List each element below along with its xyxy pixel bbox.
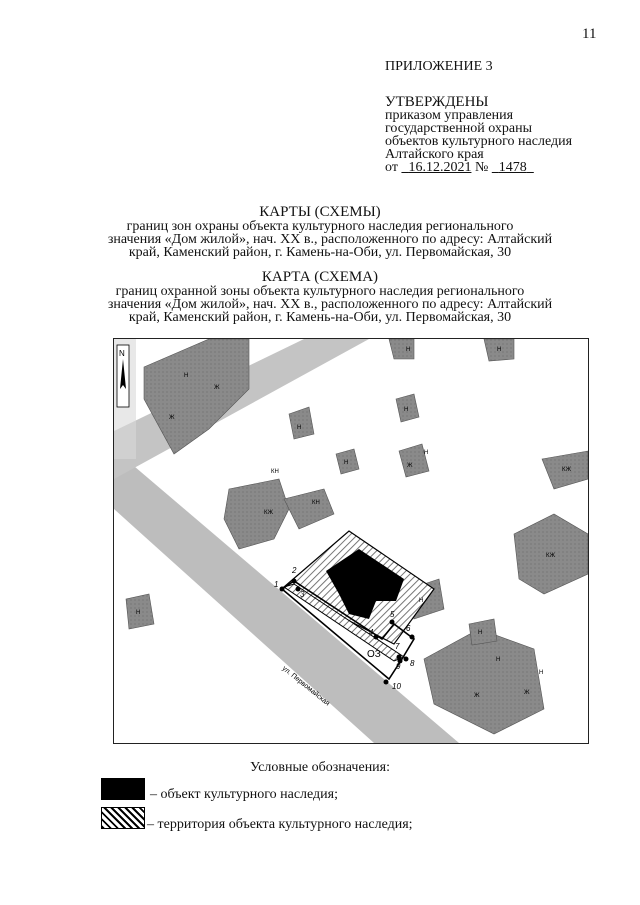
- approval-line-1: приказом управления: [385, 108, 514, 123]
- section1-line-2: значения «Дом жилой», нач. XX в., распол…: [107, 232, 553, 247]
- approval-date-line: от 16.12.2021 № 1478: [385, 161, 534, 175]
- building: [395, 393, 420, 423]
- point-label: 4: [369, 628, 374, 637]
- legend-heading: Условные обозначения:: [249, 760, 391, 775]
- point-label: 7: [395, 642, 400, 651]
- building-label: КН: [271, 469, 279, 475]
- approval-date: 16.12.2021: [408, 160, 472, 175]
- approval-line-2: государственной охраны: [385, 121, 533, 136]
- point-label: 2: [291, 566, 297, 575]
- point-marker: [403, 656, 409, 662]
- point-label: 3: [300, 590, 305, 599]
- building-label: Ж: [524, 690, 530, 696]
- building: [483, 338, 515, 362]
- building-label: Н: [496, 657, 500, 663]
- map-svg: 1 2 3 4 5 6 7 8 9 10 ОЗ ул. Первомайская…: [114, 338, 589, 743]
- building: [335, 448, 360, 475]
- buildings: [125, 338, 589, 735]
- building-label: Н: [184, 373, 188, 379]
- north-label: N: [119, 349, 125, 358]
- approval-number: 1478: [498, 160, 527, 175]
- point-label: 9: [396, 662, 401, 671]
- zone-points: [279, 578, 415, 685]
- building: [288, 406, 315, 440]
- point-marker: [373, 634, 379, 640]
- approval-line-4: Алтайского края: [385, 147, 484, 162]
- date-prefix: от: [385, 160, 398, 175]
- building-label: КН: [312, 500, 320, 506]
- building-label: Н: [136, 610, 140, 616]
- map-scheme: 1 2 3 4 5 6 7 8 9 10 ОЗ ул. Первомайская…: [113, 338, 589, 744]
- building-label: Ж: [474, 693, 480, 699]
- approval-line-3: объектов культурного наследия: [385, 134, 573, 149]
- building-label: Н: [478, 630, 482, 636]
- point-marker: [397, 658, 403, 664]
- building: [223, 478, 290, 550]
- point-marker: [396, 654, 402, 660]
- building-label: Н: [497, 347, 501, 353]
- legend-item-1: – объект культурного наследия;: [150, 787, 338, 802]
- point-marker: [409, 634, 415, 640]
- point-marker: [291, 578, 297, 584]
- building: [143, 338, 250, 455]
- point-label: 1: [274, 580, 278, 589]
- heritage-object: [326, 549, 404, 619]
- building: [283, 488, 335, 530]
- point-label: 10: [392, 682, 401, 691]
- approval-heading: УТВЕРЖДЕНЫ: [385, 94, 489, 110]
- building-label: Н: [424, 450, 428, 456]
- legend-swatch-heritage-territory: [101, 807, 145, 829]
- building-label: Н: [297, 425, 301, 431]
- building-label: КЖ: [546, 553, 555, 559]
- building-label: Ж: [169, 415, 175, 421]
- building-label: Ж: [214, 385, 220, 391]
- building-label: Н: [404, 407, 408, 413]
- building-label: КЖ: [264, 510, 273, 516]
- section2-line-3: край, Каменский район, г. Камень-на-Оби,…: [128, 310, 512, 325]
- zone-label: ОЗ: [367, 649, 381, 660]
- point-label: 5: [390, 610, 395, 619]
- building: [398, 443, 430, 478]
- building-label: Н: [406, 347, 410, 353]
- point-marker: [389, 619, 395, 625]
- building-label: КЖ: [562, 467, 571, 473]
- building-label: Н: [419, 598, 423, 604]
- point-marker: [295, 586, 301, 592]
- building-label: Ж: [407, 463, 413, 469]
- building-label: Н: [344, 460, 348, 466]
- building: [468, 618, 498, 646]
- point-label: 6: [406, 624, 411, 633]
- section2-line-1: границ охранной зоны объекта культурного…: [115, 284, 525, 299]
- appendix-label: ПРИЛОЖЕНИЕ 3: [385, 59, 493, 74]
- section1-title: КАРТЫ (СХЕМЫ): [259, 204, 381, 220]
- page-number: 11: [582, 26, 597, 42]
- point-label: 8: [410, 659, 415, 668]
- point-marker: [383, 679, 389, 685]
- legend-swatch-heritage-object: [101, 778, 145, 800]
- building-label: Н: [539, 670, 543, 676]
- road-main: [114, 449, 459, 743]
- section2-title: КАРТА (СХЕМА): [261, 269, 379, 285]
- building: [423, 628, 545, 735]
- number-sign: №: [474, 160, 489, 175]
- section1-line-3: край, Каменский район, г. Камень-на-Оби,…: [128, 245, 512, 260]
- building: [125, 593, 155, 630]
- section2-line-2: значения «Дом жилой», нач. XX в., распол…: [107, 297, 553, 312]
- section1-line-1: границ зон охраны объекта культурного на…: [126, 219, 514, 234]
- protection-zone-boundary: [281, 580, 416, 681]
- legend-item-2: – территория объекта культурного наследи…: [147, 817, 413, 832]
- building: [388, 338, 415, 360]
- point-marker: [279, 586, 285, 592]
- north-arrow-icon: [116, 344, 130, 408]
